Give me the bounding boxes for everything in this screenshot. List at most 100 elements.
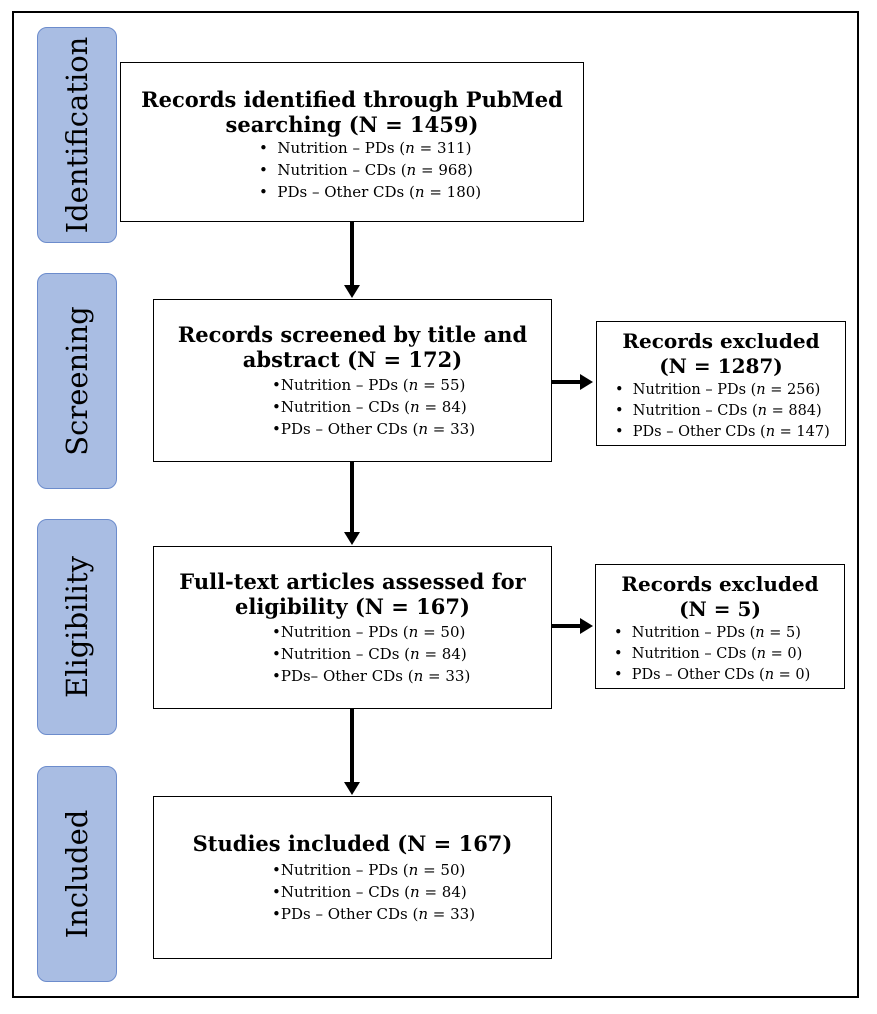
arrow-eligibility-to-included	[350, 709, 354, 782]
item-count: = 147)	[775, 424, 830, 440]
list-item: • PDs – Other CDs (n = 0)	[614, 667, 811, 683]
eligibility-box: Full-text articles assessed for eligibil…	[153, 546, 552, 709]
title-line: Full-text articles assessed for	[179, 569, 526, 594]
item-text: Nutrition – PDs (	[280, 623, 409, 641]
item-n: n	[418, 420, 429, 438]
item-text: Nutrition – CDs (	[280, 883, 411, 901]
title-line: searching (N = 1459)	[225, 112, 479, 137]
arrowhead-right-icon	[580, 618, 593, 634]
item-count: = 55)	[418, 376, 466, 394]
included-list: •Nutrition – PDs (n = 50) •Nutrition – C…	[272, 859, 475, 925]
list-item: •Nutrition – CDs (n = 84)	[272, 398, 467, 416]
stage-label: Included	[60, 809, 94, 939]
list-item: • Nutrition – PDs (n = 256)	[615, 382, 821, 398]
screening-list: •Nutrition – PDs (n = 55) •Nutrition – C…	[272, 374, 475, 440]
identification-list: • Nutrition – PDs (n = 311) • Nutrition …	[259, 137, 481, 203]
list-item: •Nutrition – PDs (n = 55)	[272, 376, 466, 394]
item-text: PDs – Other CDs (	[632, 424, 766, 440]
item-text: PDs – Other CDs (	[280, 420, 419, 438]
list-item: • PDs – Other CDs (n = 147)	[615, 424, 830, 440]
list-item: • Nutrition – CDs (n = 884)	[615, 403, 822, 419]
stage-screening: Screening	[37, 273, 117, 489]
item-text: Nutrition – CDs (	[632, 403, 758, 419]
item-text: PDs– Other CDs (	[280, 667, 414, 685]
stage-label: Screening	[60, 306, 94, 456]
item-count: = 84)	[419, 645, 467, 663]
item-count: = 0)	[774, 667, 811, 683]
item-text: PDs – Other CDs (	[280, 905, 419, 923]
item-count: = 50)	[418, 861, 466, 879]
list-item: • Nutrition – CDs (n = 968)	[259, 161, 473, 179]
item-count: = 256)	[765, 382, 821, 398]
arrow-screening-to-excluded	[552, 380, 580, 384]
title-line: (N = 5)	[679, 597, 761, 621]
list-item: • Nutrition – PDs (n = 311)	[259, 139, 472, 157]
list-item: •PDs – Other CDs (n = 33)	[272, 905, 476, 923]
title-line: Records excluded	[622, 329, 820, 353]
arrow-screening-to-eligibility	[350, 462, 354, 532]
item-text: Nutrition – PDs (	[632, 382, 757, 398]
item-text: PDs – Other CDs (	[277, 183, 415, 201]
item-count: = 5)	[764, 625, 801, 641]
item-count: = 50)	[418, 623, 466, 641]
stage-eligibility: Eligibility	[37, 519, 117, 735]
list-item: •PDs – Other CDs (n = 33)	[272, 420, 476, 438]
item-text: Nutrition – CDs (	[280, 398, 411, 416]
title-line: Records screened by title and	[177, 322, 528, 347]
eligibility-excluded-box: Records excluded (N = 5) • Nutrition – P…	[595, 564, 845, 689]
item-n: n	[406, 161, 417, 179]
item-n: n	[408, 861, 419, 879]
item-count: = 33)	[423, 667, 471, 685]
item-text: Nutrition – PDs (	[631, 625, 756, 641]
list-item: • PDs – Other CDs (n = 180)	[259, 183, 482, 201]
stage-label: Identification	[60, 36, 94, 234]
stage-identification: Identification	[37, 27, 117, 243]
identification-box: Records identified through PubMed search…	[120, 62, 584, 222]
title-line: Records identified through PubMed	[141, 87, 563, 112]
item-text: Nutrition – PDs (	[277, 139, 406, 157]
list-item: •Nutrition – CDs (n = 84)	[272, 645, 467, 663]
diagram-frame	[12, 11, 859, 998]
screening-excluded-list: • Nutrition – PDs (n = 256) • Nutrition …	[615, 380, 830, 443]
included-title: Studies included (N = 167)	[154, 831, 551, 856]
list-item: •Nutrition – PDs (n = 50)	[272, 623, 466, 641]
item-n: n	[410, 883, 420, 901]
arrow-eligibility-to-excluded	[552, 624, 580, 628]
title-line: Studies included (N = 167)	[192, 831, 513, 856]
screening-box: Records screened by title and abstract (…	[153, 299, 552, 462]
item-n: n	[410, 398, 420, 416]
item-text: Nutrition – PDs (	[280, 861, 409, 879]
item-count: = 84)	[419, 883, 467, 901]
list-item: •Nutrition – PDs (n = 50)	[272, 861, 466, 879]
arrowhead-right-icon	[580, 374, 593, 390]
list-item: •PDs– Other CDs (n = 33)	[272, 667, 471, 685]
item-n: n	[755, 625, 765, 641]
included-box: Studies included (N = 167) •Nutrition – …	[153, 796, 552, 959]
item-count: = 884)	[766, 403, 822, 419]
list-item: •Nutrition – CDs (n = 84)	[272, 883, 467, 901]
item-n: n	[413, 667, 424, 685]
item-count: = 180)	[424, 183, 482, 201]
item-n: n	[408, 623, 419, 641]
list-item: • Nutrition – PDs (n = 5)	[614, 625, 801, 641]
item-n: n	[756, 382, 766, 398]
item-n: n	[410, 645, 420, 663]
item-count: = 33)	[428, 420, 476, 438]
item-count: = 84)	[419, 398, 467, 416]
item-text: Nutrition – CDs (	[280, 645, 411, 663]
screening-excluded-box: Records excluded (N = 1287) • Nutrition …	[596, 321, 846, 446]
arrowhead-down-icon	[344, 782, 360, 795]
stage-label: Eligibility	[60, 556, 94, 698]
eligibility-excluded-title: Records excluded (N = 5)	[596, 572, 844, 622]
item-n: n	[756, 646, 766, 662]
item-text: Nutrition – CDs (	[631, 646, 757, 662]
screening-excluded-title: Records excluded (N = 1287)	[597, 329, 845, 379]
eligibility-excluded-list: • Nutrition – PDs (n = 5) • Nutrition – …	[614, 623, 810, 686]
item-n: n	[764, 667, 775, 683]
item-count: = 0)	[765, 646, 803, 662]
item-text: Nutrition – PDs (	[280, 376, 409, 394]
item-text: Nutrition – CDs (	[277, 161, 407, 179]
list-item: • Nutrition – CDs (n = 0)	[614, 646, 803, 662]
screening-title: Records screened by title and abstract (…	[154, 322, 551, 372]
title-line: Records excluded	[621, 572, 819, 596]
